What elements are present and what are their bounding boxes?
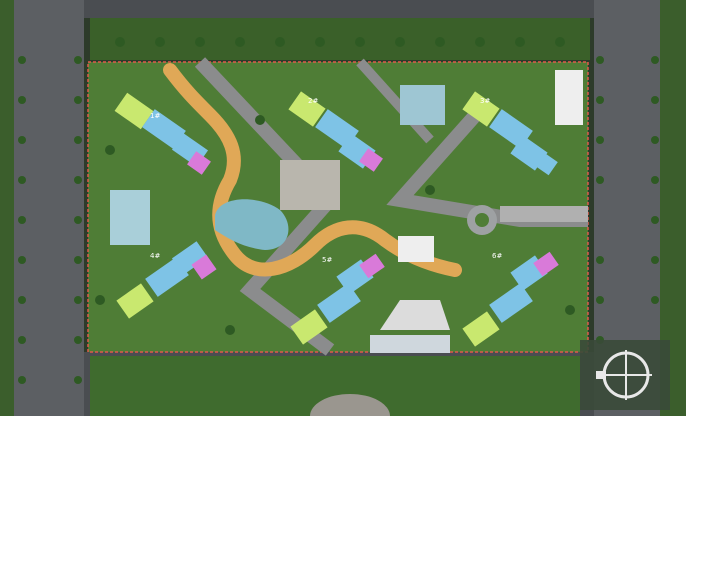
- internal-road-north: [356, 58, 434, 144]
- north-arrow-icon: [596, 350, 652, 400]
- building-5: 5#: [290, 253, 385, 345]
- building-4-label: 4#: [150, 252, 160, 260]
- service-building-center: [398, 236, 434, 262]
- east-entry-road: [500, 206, 588, 222]
- south-entry-plaza: [310, 394, 390, 416]
- service-building-south: [380, 300, 450, 330]
- service-building-ne: [555, 70, 583, 125]
- road-north: [84, 0, 594, 18]
- road-west: [14, 0, 84, 416]
- building-3: 3#: [462, 91, 558, 176]
- compass-inset: [580, 340, 670, 410]
- roundabout-island: [475, 213, 489, 227]
- pedestrian-path: [163, 63, 462, 277]
- building-1: 1#: [114, 92, 211, 175]
- building-2-label: 2#: [308, 97, 318, 105]
- south-gate-canopy: [370, 335, 450, 353]
- green-strip-north: [90, 18, 590, 60]
- building-2: 2#: [288, 91, 383, 172]
- site-plan-map: 1# 2# 3# 4#: [0, 0, 686, 416]
- building-5-label: 5#: [322, 256, 332, 264]
- building-3-label: 3#: [480, 97, 490, 105]
- building-1-label: 1#: [150, 112, 160, 120]
- green-strip-west: [0, 0, 14, 416]
- building-6: 6#: [462, 251, 559, 347]
- north-pond: [400, 85, 445, 125]
- central-plaza: [280, 160, 340, 210]
- building-6-label: 6#: [492, 252, 502, 260]
- site-plan-svg: 1# 2# 3# 4#: [0, 0, 686, 416]
- west-pond: [110, 190, 150, 245]
- internal-road-west: [194, 57, 340, 356]
- building-4: 4#: [116, 241, 217, 319]
- tree-rows: [18, 37, 659, 384]
- central-pond: [215, 199, 289, 250]
